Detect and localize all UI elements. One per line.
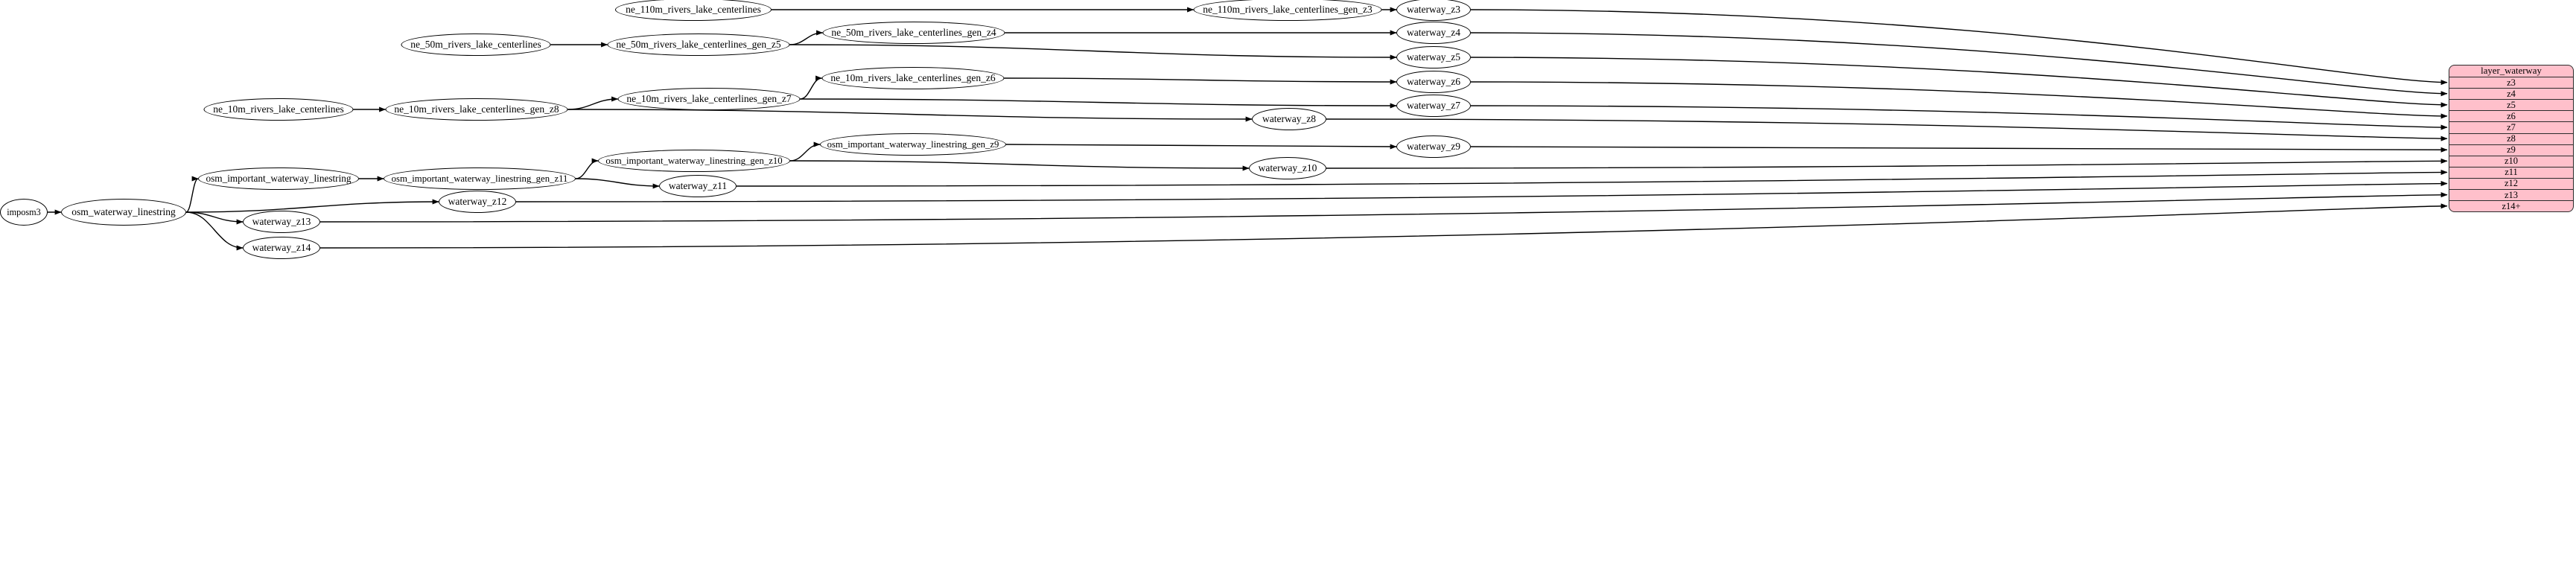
edge-waterway_z9--layer_waterway_z9 <box>1470 146 2448 153</box>
edge-waterway_z13--layer_waterway_z13 <box>319 192 2448 223</box>
table-row-z12[interactable]: z12 <box>2449 177 2573 189</box>
node-label: waterway_z7 <box>1407 100 1460 112</box>
table-row-z13[interactable]: z13 <box>2449 189 2573 200</box>
node-waterway_z10[interactable]: waterway_z10 <box>1249 157 1326 179</box>
node-waterway_z9[interactable]: waterway_z9 <box>1396 135 1471 158</box>
node-ne_110m_rivers_lake_centerlines_gen_z3[interactable]: ne_110m_rivers_lake_centerlines_gen_z3 <box>1193 0 1382 21</box>
node-waterway_z3[interactable]: waterway_z3 <box>1396 0 1471 21</box>
edge-waterway_z7--layer_waterway_z7 <box>1470 105 2448 130</box>
node-osm_important_waterway_linestring[interactable]: osm_important_waterway_linestring <box>198 167 359 190</box>
node-label: ne_10m_rivers_lake_centerlines_gen_z8 <box>394 103 559 115</box>
edge-waterway_z14--layer_waterway_z14_ <box>319 203 2448 249</box>
edge-ne_10m_rivers_lake_centerlines_gen_z7--waterway_z7 <box>800 98 1397 109</box>
edge-osm_waterway_linestring--waterway_z12 <box>185 199 439 213</box>
edge-ne_50m_rivers_lake_centerlines_gen_z5--waterway_z5 <box>789 44 1397 60</box>
node-waterway_z8[interactable]: waterway_z8 <box>1252 108 1326 130</box>
node-label: osm_important_waterway_linestring <box>206 173 352 185</box>
node-label: osm_waterway_linestring <box>71 206 176 218</box>
node-ne_10m_rivers_lake_centerlines[interactable]: ne_10m_rivers_lake_centerlines <box>203 98 354 121</box>
node-label: waterway_z10 <box>1258 162 1317 174</box>
table-row-z5[interactable]: z5 <box>2449 99 2573 110</box>
table-row-z10[interactable]: z10 <box>2449 155 2573 167</box>
node-ne_50m_rivers_lake_centerlines_gen_z4[interactable]: ne_50m_rivers_lake_centerlines_gen_z4 <box>822 22 1005 44</box>
table-row-z3[interactable]: z3 <box>2449 77 2573 88</box>
node-label: ne_50m_rivers_lake_centerlines_gen_z4 <box>831 27 996 39</box>
node-label: waterway_z5 <box>1407 51 1460 63</box>
node-waterway_z7[interactable]: waterway_z7 <box>1396 95 1471 117</box>
edge-osm_waterway_linestring--waterway_z14 <box>185 211 244 251</box>
table-row-z8[interactable]: z8 <box>2449 133 2573 144</box>
edge-osm_important_waterway_linestring_gen_z10--osm_important_waterway_linestring_gen_z9 <box>789 141 821 162</box>
edge-waterway_z10--layer_waterway_z10 <box>1326 158 2448 169</box>
node-label: ne_10m_rivers_lake_centerlines_gen_z7 <box>626 93 792 105</box>
edge-ne_10m_rivers_lake_centerlines_gen_z8--ne_10m_rivers_lake_centerlines_gen_z7 <box>567 96 619 110</box>
edge-waterway_z8--layer_waterway_z8 <box>1326 118 2448 141</box>
node-osm_waterway_linestring[interactable]: osm_waterway_linestring <box>61 199 186 226</box>
edge-ne_10m_rivers_lake_centerlines_gen_z7--ne_10m_rivers_lake_centerlines_gen_z6 <box>800 75 823 100</box>
node-label: osm_important_waterway_linestring_gen_z9 <box>827 138 999 150</box>
edge-waterway_z3--layer_waterway_z3 <box>1470 9 2448 86</box>
table-row-z7[interactable]: z7 <box>2449 121 2573 133</box>
edge-osm_waterway_linestring--osm_important_waterway_linestring <box>185 176 199 213</box>
edge-ne_50m_rivers_lake_centerlines_gen_z5--ne_50m_rivers_lake_centerlines_gen_z4 <box>789 30 824 45</box>
node-osm_important_waterway_linestring_gen_z10[interactable]: osm_important_waterway_linestring_gen_z1… <box>598 150 790 172</box>
node-waterway_z6[interactable]: waterway_z6 <box>1396 71 1471 93</box>
node-label: ne_110m_rivers_lake_centerlines <box>626 4 761 16</box>
node-label: waterway_z3 <box>1407 4 1460 16</box>
table-row-z6[interactable]: z6 <box>2449 110 2573 121</box>
node-ne_10m_rivers_lake_centerlines_gen_z6[interactable]: ne_10m_rivers_lake_centerlines_gen_z6 <box>821 67 1005 89</box>
node-label: waterway_z4 <box>1407 27 1460 39</box>
node-osm_important_waterway_linestring_gen_z11[interactable]: osm_important_waterway_linestring_gen_z1… <box>384 167 576 190</box>
edge-waterway_z6--layer_waterway_z6 <box>1470 81 2448 119</box>
edge-osm_important_waterway_linestring_gen_z11--osm_important_waterway_linestring_gen_z10 <box>575 158 599 179</box>
node-ne_10m_rivers_lake_centerlines_gen_z7[interactable]: ne_10m_rivers_lake_centerlines_gen_z7 <box>617 88 801 110</box>
table-row-z9[interactable]: z9 <box>2449 144 2573 156</box>
edge-waterway_z5--layer_waterway_z5 <box>1470 57 2448 108</box>
node-label: waterway_z11 <box>668 180 728 192</box>
edge-waterway_z11--layer_waterway_z11 <box>736 169 2448 187</box>
node-label: osm_important_waterway_linestring_gen_z1… <box>391 173 568 184</box>
node-label: waterway_z13 <box>252 216 311 228</box>
node-label: waterway_z6 <box>1407 76 1460 88</box>
node-waterway_z4[interactable]: waterway_z4 <box>1396 22 1471 44</box>
node-ne_50m_rivers_lake_centerlines_gen_z5[interactable]: ne_50m_rivers_lake_centerlines_gen_z5 <box>607 33 790 56</box>
node-label: ne_50m_rivers_lake_centerlines <box>410 39 541 51</box>
node-label: ne_10m_rivers_lake_centerlines_gen_z6 <box>830 72 996 84</box>
table-row-z11[interactable]: z11 <box>2449 166 2573 178</box>
node-waterway_z11[interactable]: waterway_z11 <box>659 175 737 197</box>
table-row-z4[interactable]: z4 <box>2449 88 2573 99</box>
edge-osm_important_waterway_linestring_gen_z11--waterway_z11 <box>575 178 660 189</box>
node-label: ne_110m_rivers_lake_centerlines_gen_z3 <box>1203 4 1373 16</box>
node-imposm3[interactable]: imposm3 <box>0 199 48 226</box>
node-waterway_z5[interactable]: waterway_z5 <box>1396 46 1471 68</box>
node-ne_110m_rivers_lake_centerlines[interactable]: ne_110m_rivers_lake_centerlines <box>615 0 772 21</box>
node-waterway_z12[interactable]: waterway_z12 <box>439 191 516 213</box>
node-label: waterway_z9 <box>1407 141 1460 153</box>
node-label: waterway_z14 <box>252 242 311 254</box>
node-label: waterway_z12 <box>448 196 507 208</box>
node-label: ne_50m_rivers_lake_centerlines_gen_z5 <box>616 39 781 51</box>
edge-osm_important_waterway_linestring_gen_z9--waterway_z9 <box>1005 144 1397 150</box>
node-label: osm_important_waterway_linestring_gen_z1… <box>605 155 783 166</box>
table-header: layer_waterway <box>2481 66 2542 77</box>
node-waterway_z14[interactable]: waterway_z14 <box>243 237 320 259</box>
node-label: waterway_z8 <box>1262 113 1316 125</box>
node-label: ne_10m_rivers_lake_centerlines <box>213 103 344 115</box>
node-label: imposm3 <box>7 206 41 217</box>
edge-waterway_z12--layer_waterway_z12 <box>515 181 2448 202</box>
node-waterway_z13[interactable]: waterway_z13 <box>243 211 320 233</box>
node-ne_10m_rivers_lake_centerlines_gen_z8[interactable]: ne_10m_rivers_lake_centerlines_gen_z8 <box>385 98 568 121</box>
table-row-z14plus[interactable]: z14+ <box>2449 200 2573 211</box>
edge-ne_10m_rivers_lake_centerlines_gen_z6--waterway_z6 <box>1004 77 1397 85</box>
node-ne_50m_rivers_lake_centerlines[interactable]: ne_50m_rivers_lake_centerlines <box>401 33 551 56</box>
edge-osm_important_waterway_linestring_gen_z10--waterway_z10 <box>789 160 1250 171</box>
node-osm_important_waterway_linestring_gen_z9[interactable]: osm_important_waterway_linestring_gen_z9 <box>820 133 1006 156</box>
edge-waterway_z4--layer_waterway_z4 <box>1470 32 2448 97</box>
edge-ne_10m_rivers_lake_centerlines_gen_z8--waterway_z8 <box>567 109 1253 122</box>
edge-osm_waterway_linestring--waterway_z13 <box>185 211 244 225</box>
